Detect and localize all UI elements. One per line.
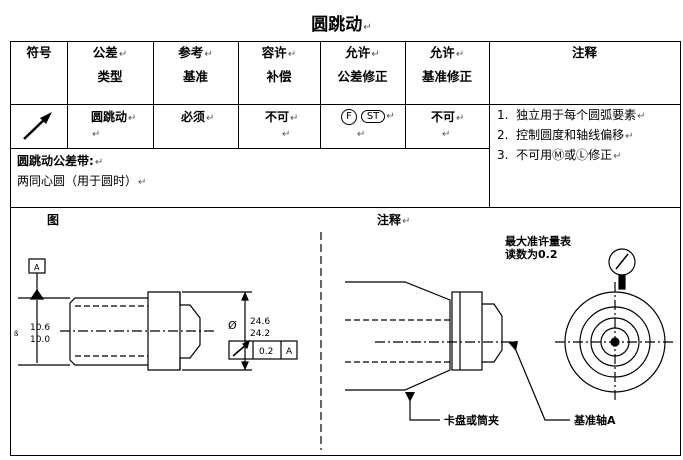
para-mark: ↵ [442,129,451,140]
datum-axis-label: 基准轴A [573,413,616,427]
page-title: 圆跳动↵ [311,15,372,35]
datum-box-label: A [34,263,40,272]
col-divider [405,42,406,148]
header-symbol: 符号 [26,45,52,60]
diameter-symbol: Ø [228,319,237,332]
note-item: 1. 独立用于每个圆弧要素↵ [497,108,646,122]
indicator-label-line1: 最大准许量表 [505,234,572,248]
tolerance-zone-label: 圆跳动公差带:↵ [17,154,104,168]
header-allowed-tolerance-mod: 允许↵公差修正 [337,45,388,84]
dim-left-top: 10.6 [30,323,50,333]
chuck-label: 卡盘或筒夹 [444,413,499,427]
indicator-label-line2: 读数为0.2 [505,247,558,261]
col-divider [238,42,239,148]
free-state-modifier: F [341,109,357,125]
row-divider [11,207,680,208]
col-divider [67,42,68,148]
fcf-datum: A [286,347,293,357]
fcf-tolerance: 0.2 [259,347,273,357]
header-notes: 注释 [571,45,597,60]
note-item: 2. 控制圆度和轴线偏移↵ [497,128,634,142]
para-mark: ↵ [92,129,101,140]
para-mark: ↵ [282,129,291,140]
row-divider [11,148,489,149]
diameter-mark: ß [14,330,19,338]
dim-left-bottom: 10.0 [30,335,50,345]
header-allowed-datum-mod: 允许↵基准修正 [421,45,472,84]
datum-required-value: 必须↵ [181,110,215,124]
row-divider [11,104,680,105]
para-mark: ↵ [357,129,366,140]
notes-list: 1. 独立用于每个圆弧要素↵ 2. 控制圆度和轴线偏移↵ 3. 不可用Ⓜ或Ⓛ修正… [497,106,646,166]
compensation-value: 不可↵ [265,110,299,124]
figure-label: 图 [47,213,60,227]
header-allowed-compensation: 容许↵补偿 [261,45,297,84]
tolerance-modifiers: F ST↵ [341,108,395,125]
dim-diameter-top: 24.6 [250,317,270,327]
col-divider [153,42,154,148]
tolerance-type-value: 圆跳动↵ [91,110,137,124]
col-divider [489,42,490,207]
statistical-modifier: ST [360,110,386,123]
circular-runout-symbol [21,110,55,145]
col-divider [320,42,321,148]
characteristic-table: 符号 公差↵类型 参考↵基准 容许↵补偿 允许↵公差修正 允许↵基准修正 注释 … [10,41,681,456]
note-item: 3. 不可用Ⓜ或Ⓛ修正↵ [497,148,622,162]
tolerance-zone-value: 两同心圆（用于圆时）↵ [17,174,147,188]
header-reference-datum: 参考↵基准 [178,45,213,84]
datum-mod-value: 不可↵ [431,110,465,124]
figure-notes-label: 注释↵ [377,213,411,227]
runout-arrow-icon [23,112,52,140]
header-tolerance-type: 公差↵类型 [92,45,128,84]
dim-diameter-bottom: 24.2 [250,329,270,339]
